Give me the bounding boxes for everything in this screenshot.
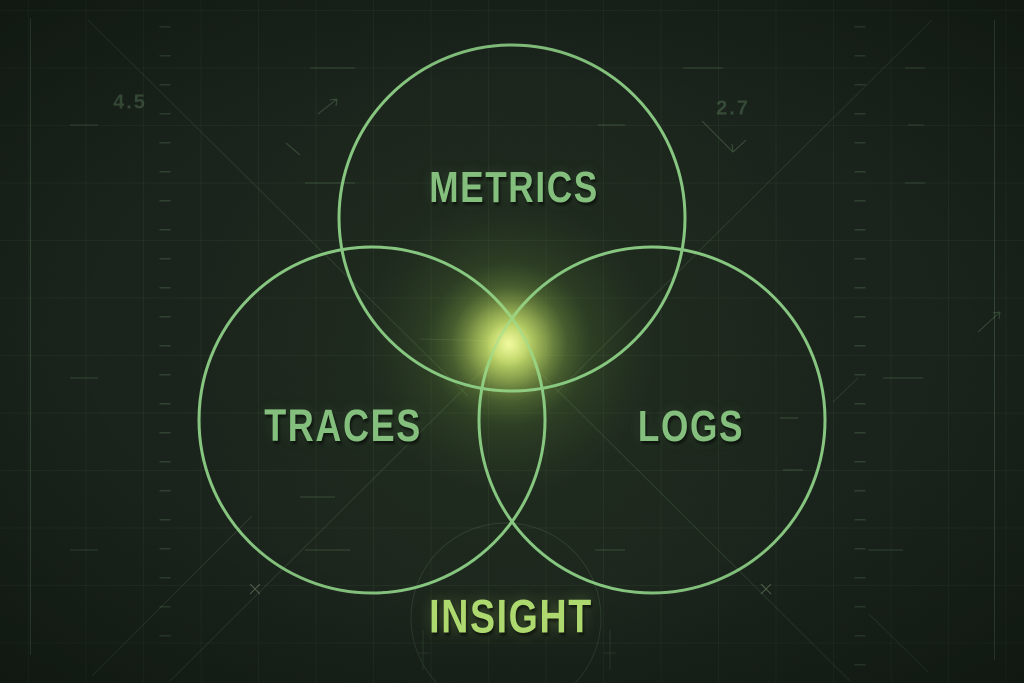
right-readout: 2.7 [716, 97, 750, 120]
insight-label: INSIGHT [429, 589, 593, 643]
left-readout: 4.5 [113, 91, 147, 114]
metrics-label: METRICS [429, 163, 599, 212]
traces-label: TRACES [264, 400, 422, 451]
logs-label: LOGS [637, 402, 745, 451]
